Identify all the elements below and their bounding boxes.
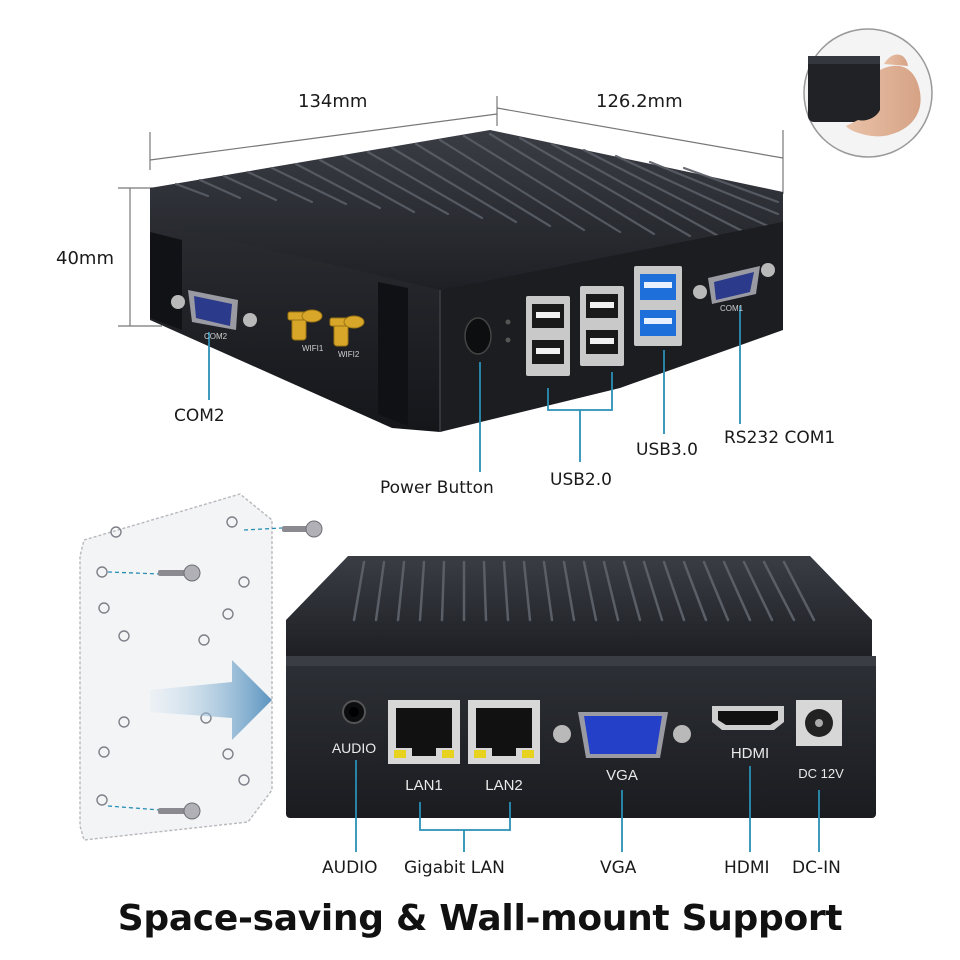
com1-port: [693, 263, 775, 304]
hdmi-port: [712, 706, 784, 730]
wifi-antennas: [287, 309, 365, 347]
lan-ports: [388, 700, 540, 764]
screws: [158, 520, 323, 820]
wifi2-print: WIFI2: [338, 350, 360, 359]
vga-print: VGA: [606, 767, 638, 784]
power-button-callout: Power Button: [380, 478, 494, 498]
com2-port: [171, 290, 257, 330]
usb3-ports: [634, 266, 682, 346]
usb2-ports: [526, 286, 624, 376]
dc-in-callout: DC-IN: [792, 858, 841, 878]
gigabit-lan-callout: Gigabit LAN: [404, 858, 505, 878]
audio-jack: [342, 700, 366, 724]
lan2-print: LAN2: [485, 777, 523, 794]
front-device: [150, 130, 783, 432]
rear-device: [286, 556, 876, 818]
com2-port-print: COM2: [204, 332, 228, 341]
usb2-callout: USB2.0: [550, 470, 612, 490]
rs232-com1-callout: RS232 COM1: [724, 428, 836, 448]
hdmi-callout: HDMI: [724, 858, 770, 878]
vga-port: [553, 712, 691, 758]
com1-port-print: COM1: [720, 304, 744, 313]
audio-print: AUDIO: [331, 740, 377, 756]
dc-print: DC 12V: [798, 766, 844, 781]
audio-callout: AUDIO: [322, 858, 378, 878]
hand-size-inset: [803, 28, 933, 158]
wall-mount-plate: [79, 493, 323, 841]
wifi1-print: WIFI1: [302, 344, 324, 353]
vga-callout: VGA: [600, 858, 637, 878]
lan1-print: LAN1: [405, 777, 443, 794]
front-callout-lines: [208, 306, 741, 472]
headline: Space-saving & Wall-mount Support: [117, 898, 843, 939]
power-button-graphic: [464, 317, 511, 355]
hdmi-print: HDMI: [730, 745, 770, 762]
dimension-lines: [118, 96, 784, 327]
height-dimension: 40mm: [56, 248, 114, 269]
com2-callout: COM2: [174, 406, 225, 426]
usb3-callout: USB3.0: [636, 440, 698, 460]
width-dimension: 126.2mm: [596, 91, 683, 112]
dc-jack: [796, 700, 842, 746]
length-dimension: 134mm: [298, 91, 368, 112]
rear-callout-lines: [355, 760, 820, 852]
